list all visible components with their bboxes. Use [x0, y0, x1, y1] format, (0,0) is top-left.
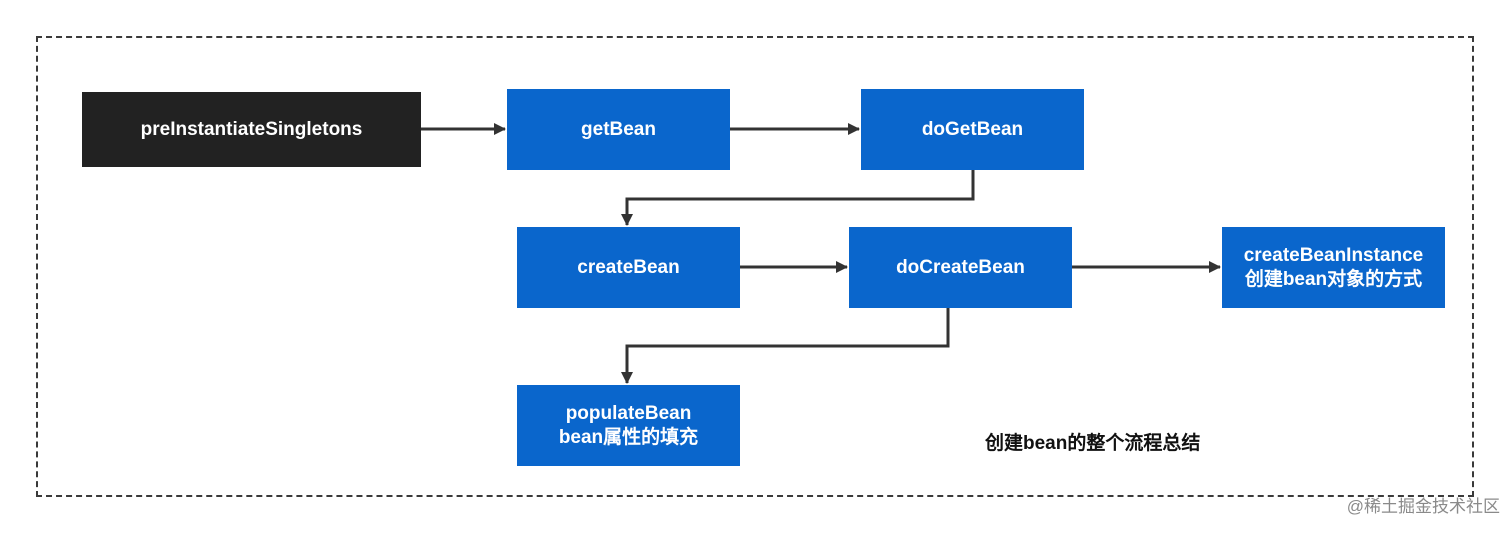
node-dogetbean: doGetBean [861, 89, 1084, 170]
node-docreatebean: doCreateBean [849, 227, 1072, 308]
diagram-caption: 创建bean的整个流程总结 [985, 433, 1201, 454]
node-createbean-label: createBean [577, 256, 680, 278]
node-preinstantiate-singletons-label: preInstantiateSingletons [140, 118, 363, 140]
diagram-frame [36, 36, 1474, 497]
node-populatebean-sublabel: bean属性的填充 [558, 426, 699, 448]
watermark: @稀土掘金技术社区 [1346, 497, 1500, 516]
node-populatebean: populateBean bean属性的填充 [517, 385, 740, 466]
node-createbeaninstance-sublabel: 创建bean对象的方式 [1244, 268, 1423, 290]
node-docreatebean-label: doCreateBean [896, 256, 1025, 278]
node-createbean: createBean [517, 227, 740, 308]
node-populatebean-label: populateBean [565, 402, 692, 424]
node-getbean-label: getBean [581, 118, 656, 140]
node-getbean: getBean [507, 89, 730, 170]
node-createbeaninstance-label: createBeanInstance [1243, 244, 1424, 266]
node-preinstantiate-singletons: preInstantiateSingletons [82, 92, 421, 167]
node-createbeaninstance: createBeanInstance 创建bean对象的方式 [1222, 227, 1445, 308]
node-dogetbean-label: doGetBean [921, 118, 1024, 140]
